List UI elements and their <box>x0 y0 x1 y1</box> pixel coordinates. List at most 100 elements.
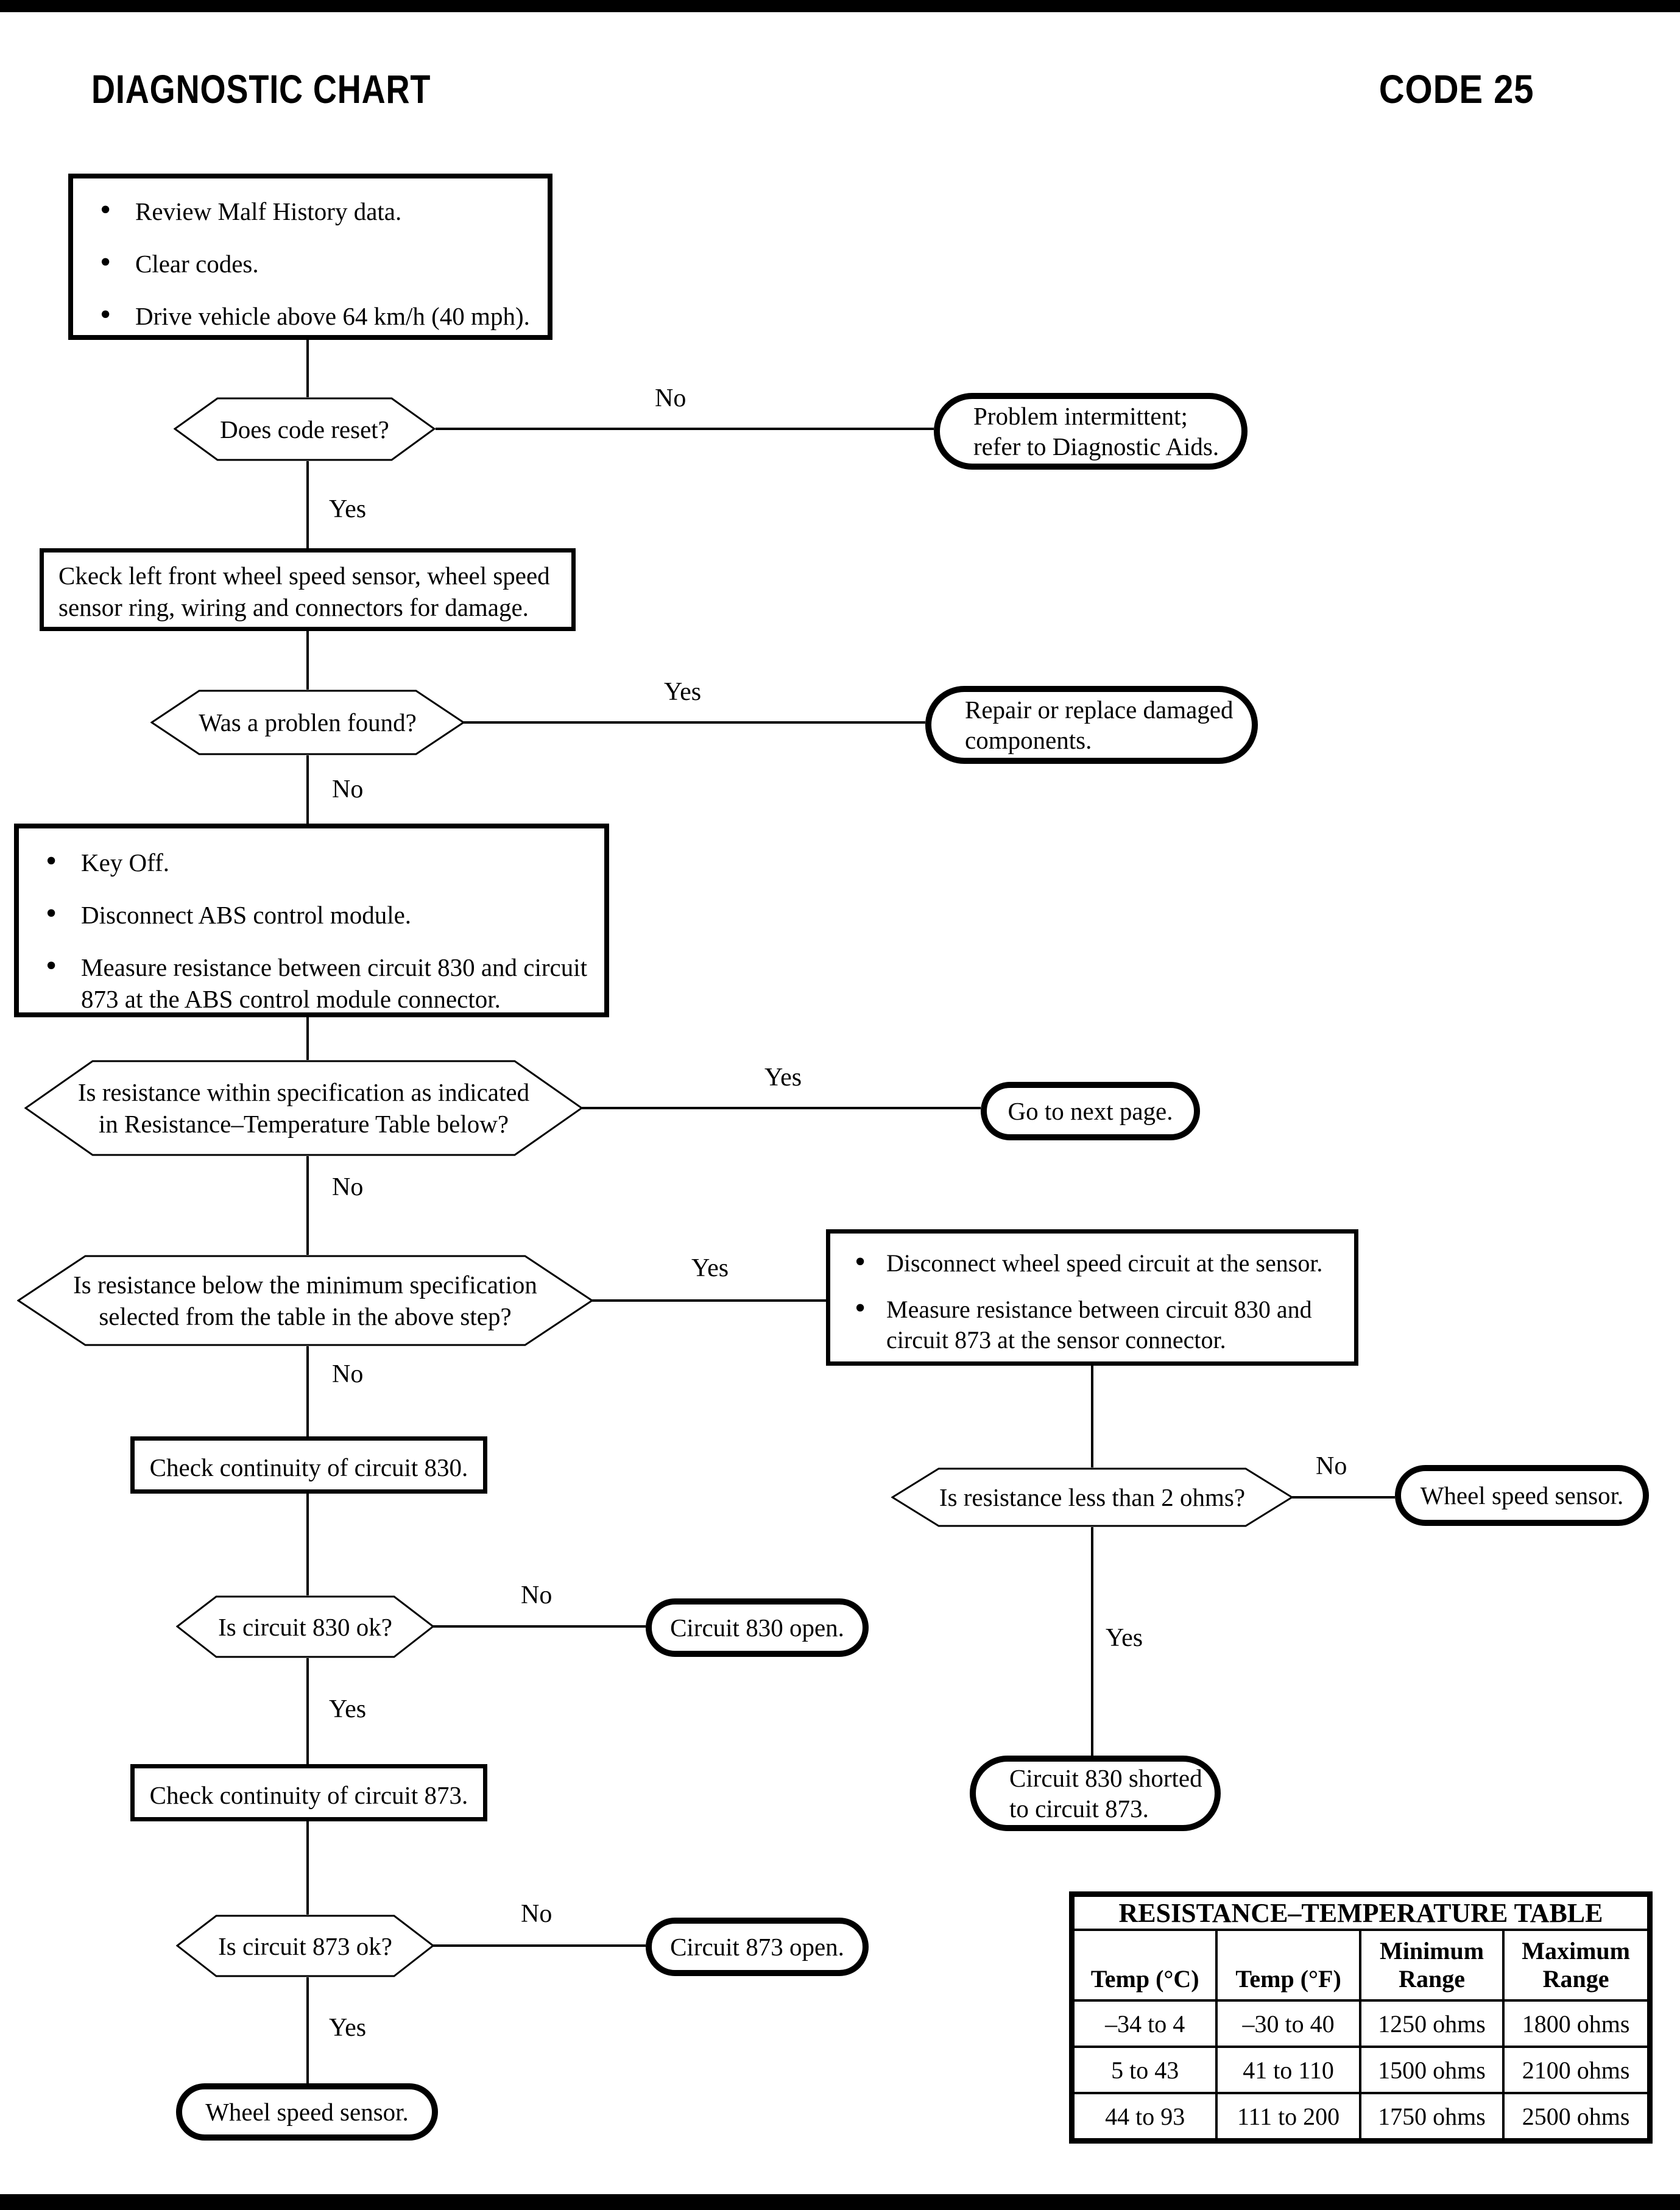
decision-text: selected from the table in the above ste… <box>99 1302 512 1330</box>
terminal-text: Wheel speed sensor. <box>1420 1481 1624 1509</box>
connector <box>433 1944 646 1947</box>
terminal-text: refer to Diagnostic Aids. <box>973 432 1219 461</box>
branch-label-yes: Yes <box>329 495 367 523</box>
terminal-text: Wheel speed sensor. <box>205 2098 409 2126</box>
decision-text: Does code reset? <box>220 415 389 443</box>
list-item: Measure resistance between circuit 830 a… <box>852 1293 1344 1355</box>
connector <box>306 461 309 549</box>
branch-label-yes: Yes <box>664 678 702 706</box>
branch-label-no: No <box>332 1173 364 1201</box>
process-key-off: Key Off. Disconnect ABS control module. … <box>14 824 609 1017</box>
connector <box>433 1625 646 1628</box>
decision-text: in Resistance–Temperature Table below? <box>98 1110 509 1138</box>
table-cell: 1500 ohms <box>1361 2048 1503 2092</box>
list-item: Key Off. <box>43 846 592 878</box>
process-review-history: Review Malf History data. Clear codes. D… <box>68 174 552 340</box>
process-check-continuity-873: Check continuity of circuit 873. <box>130 1764 487 1821</box>
decision-resistance-less-2ohms: Is resistance less than 2 ohms? <box>891 1467 1293 1527</box>
decision-text: Is resistance within specification as in… <box>77 1078 530 1106</box>
process-check-continuity-830: Check continuity of circuit 830. <box>130 1436 487 1494</box>
decision-circuit-873-ok: Is circuit 873 ok? <box>176 1915 434 1977</box>
process-text: sensor ring, wiring and connectors for d… <box>58 593 529 621</box>
connector <box>306 1977 309 2083</box>
process-disconnect-sensor: Disconnect wheel speed circuit at the se… <box>826 1229 1358 1366</box>
table-header-temp-f: Temp (°F) <box>1218 1931 1359 1999</box>
list-item: Measure resistance between circuit 830 a… <box>43 950 592 1015</box>
terminal-circuit-830-open: Circuit 830 open. <box>646 1598 869 1657</box>
decision-does-code-reset: Does code reset? <box>174 397 436 461</box>
decision-resistance-below-min: Is resistance below the minimum specific… <box>17 1255 593 1346</box>
resistance-temperature-table: RESISTANCE–TEMPERATURE TABLE Temp (°C) T… <box>1069 1891 1653 2144</box>
connector <box>306 631 309 690</box>
page-code: CODE 25 <box>1378 66 1534 111</box>
branch-label-no: No <box>521 1900 552 1928</box>
connector <box>464 721 925 724</box>
terminal-text: Circuit 830 shorted <box>1009 1764 1202 1792</box>
process-text: Ckeck left front wheel speed sensor, whe… <box>58 562 550 590</box>
decision-text: Is resistance below the minimum specific… <box>73 1271 537 1299</box>
connector <box>1091 1366 1093 1467</box>
page-title: DIAGNOSTIC CHART <box>91 66 431 111</box>
connector <box>1292 1496 1395 1499</box>
table-cell: –34 to 4 <box>1075 2002 1216 2046</box>
table-cell: 2100 ohms <box>1505 2048 1647 2092</box>
table-cell: 41 to 110 <box>1218 2048 1359 2092</box>
table-header-max-range: Maximum Range <box>1505 1931 1647 1999</box>
decision-text: Is circuit 873 ok? <box>218 1932 392 1960</box>
connector <box>592 1299 826 1302</box>
bottom-edge-bar <box>0 2194 1680 2210</box>
list-item: Disconnect ABS control module. <box>43 898 592 931</box>
list-item: Review Malf History data. <box>97 194 535 227</box>
connector <box>436 428 934 430</box>
connector <box>306 1346 309 1436</box>
decision-text: Is resistance less than 2 ohms? <box>939 1483 1246 1511</box>
table-cell: –30 to 40 <box>1218 2002 1359 2046</box>
table-cell: 1750 ohms <box>1361 2094 1503 2138</box>
branch-label-no: No <box>1316 1452 1347 1480</box>
branch-label-yes: Yes <box>691 1254 729 1282</box>
connector <box>306 755 309 824</box>
decision-text: Is circuit 830 ok? <box>218 1612 392 1641</box>
branch-label-yes: Yes <box>329 1695 367 1723</box>
decision-circuit-830-ok: Is circuit 830 ok? <box>176 1595 434 1658</box>
connector <box>306 1494 309 1595</box>
terminal-text: Circuit 830 open. <box>670 1614 844 1642</box>
terminal-wheel-speed-sensor-bottom: Wheel speed sensor. <box>176 2083 438 2141</box>
process-check-lf-sensor: Ckeck left front wheel speed sensor, whe… <box>40 548 576 631</box>
terminal-text: Go to next page. <box>1008 1097 1173 1125</box>
terminal-go-next-page: Go to next page. <box>981 1082 1200 1140</box>
list-item: Clear codes. <box>97 247 535 280</box>
table-header-min-range: Minimum Range <box>1361 1931 1503 1999</box>
connector <box>306 1658 309 1764</box>
terminal-text: components. <box>965 726 1092 754</box>
table-cell: 111 to 200 <box>1218 2094 1359 2138</box>
terminal-circuit-830-shorted: Circuit 830 shorted to circuit 873. <box>970 1756 1221 1831</box>
process-text: Check continuity of circuit 830. <box>149 1453 468 1481</box>
list-item: Disconnect wheel speed circuit at the se… <box>852 1247 1344 1279</box>
connector <box>306 1821 309 1915</box>
branch-label-no: No <box>332 1360 364 1388</box>
branch-label-yes: Yes <box>764 1064 802 1092</box>
list-item: Drive vehicle above 64 km/h (40 mph). <box>97 299 535 332</box>
terminal-repair-replace: Repair or replace damaged components. <box>925 686 1258 764</box>
terminal-text: Circuit 873 open. <box>670 1933 844 1961</box>
connector <box>582 1107 981 1109</box>
connector <box>306 1156 309 1255</box>
table-cell: 2500 ohms <box>1505 2094 1647 2138</box>
terminal-text: Repair or replace damaged <box>965 696 1234 724</box>
connector <box>306 340 309 397</box>
terminal-text: to circuit 873. <box>1009 1795 1149 1823</box>
branch-label-yes: Yes <box>1106 1624 1143 1652</box>
decision-resistance-within-spec: Is resistance within specification as in… <box>24 1060 583 1156</box>
decision-text: Was a problen found? <box>199 708 417 736</box>
branch-label-no: No <box>332 775 364 803</box>
decision-problem-found: Was a problen found? <box>150 690 465 755</box>
terminal-circuit-873-open: Circuit 873 open. <box>646 1918 869 1976</box>
connector <box>306 1017 309 1060</box>
terminal-wheel-speed-sensor-right: Wheel speed sensor. <box>1395 1465 1649 1526</box>
branch-label-no: No <box>521 1581 552 1609</box>
table-title: RESISTANCE–TEMPERATURE TABLE <box>1075 1897 1647 1929</box>
table-cell: 44 to 93 <box>1075 2094 1216 2138</box>
branch-label-no: No <box>655 384 686 412</box>
process-text: Check continuity of circuit 873. <box>149 1781 468 1809</box>
